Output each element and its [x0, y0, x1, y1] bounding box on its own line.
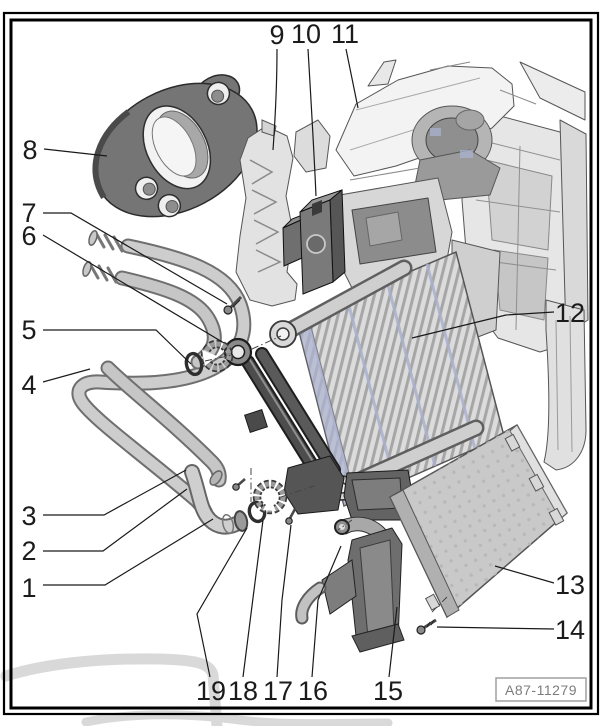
callout-12: 12 — [555, 298, 585, 328]
callout-15: 15 — [373, 676, 403, 706]
callout-3: 3 — [21, 501, 36, 531]
callout-17: 17 — [263, 676, 293, 706]
watermark-swoosh — [0, 653, 393, 726]
part-10-foam-seal — [282, 188, 346, 295]
watermark-arc-1 — [0, 653, 223, 726]
leader-line-8 — [43, 148, 108, 157]
hose-barb-fittings — [82, 230, 124, 284]
callout-9: 9 — [269, 20, 284, 50]
leader-line-7 — [43, 212, 228, 305]
callout-7: 7 — [21, 198, 36, 228]
callout-13: 13 — [555, 570, 585, 600]
callout-6: 6 — [21, 221, 36, 251]
callout-11: 11 — [331, 19, 359, 49]
leader-line-4 — [42, 368, 91, 383]
caption-box — [495, 677, 587, 702]
leader-line-18 — [242, 519, 264, 678]
leader-line-16 — [311, 545, 342, 678]
part-3-coolant-hoses — [71, 230, 252, 522]
callout-4: 4 — [21, 370, 36, 400]
part-9-mounting-bracket — [235, 119, 298, 307]
callout-labels: 1 2 3 4 5 6 7 8 9 10 11 12 13 14 15 16 1… — [21, 19, 585, 706]
part-7-screw — [223, 295, 243, 315]
outer-frame — [2, 11, 600, 716]
leader-line-1 — [43, 518, 214, 586]
leader-line-10 — [307, 48, 317, 197]
leader-line-17 — [276, 524, 292, 678]
callout-16: 16 — [298, 676, 328, 706]
leader-line-11 — [345, 48, 359, 109]
part-17-screw — [285, 508, 297, 525]
heater-core-pipe-assembly — [223, 337, 414, 521]
part-15-support-bracket — [295, 527, 405, 653]
callout-1: 1 — [21, 573, 36, 603]
leader-line-15 — [388, 606, 398, 678]
part-11-hvac-housing — [293, 59, 589, 471]
part-1-elbow-pipe — [184, 464, 249, 535]
leader-line-2 — [43, 488, 188, 552]
callout-2: 2 — [21, 536, 36, 566]
callout-10: 10 — [291, 19, 321, 49]
leader-line-9 — [272, 48, 278, 151]
leader-line-13 — [494, 565, 555, 584]
inner-frame — [9, 18, 593, 710]
leader-line-19 — [196, 527, 248, 678]
assembly-centerlines — [204, 335, 448, 613]
watermark-arc-2 — [81, 710, 393, 726]
callout-14: 14 — [555, 615, 585, 645]
caption-text: A87-11279 — [505, 682, 577, 698]
leader-line-14 — [436, 626, 555, 630]
callout-8: 8 — [22, 135, 37, 165]
part-14-screw — [416, 618, 437, 635]
callout-5: 5 — [21, 315, 36, 345]
callout-19: 19 — [196, 676, 226, 706]
part-2-fastener — [232, 478, 246, 491]
leader-line-3 — [43, 469, 187, 516]
part-8-gasket — [92, 74, 258, 218]
figure-caption: A87-11279 — [495, 677, 587, 702]
leader-line-6 — [42, 234, 225, 344]
leader-line-12 — [411, 311, 555, 339]
part-5-o-ring — [184, 351, 204, 377]
leader-lines — [42, 48, 555, 678]
part-13-evaporator — [389, 423, 568, 619]
leader-line-5 — [43, 329, 192, 365]
part-19-spring-clamp — [252, 479, 288, 515]
callout-18: 18 — [228, 676, 258, 706]
